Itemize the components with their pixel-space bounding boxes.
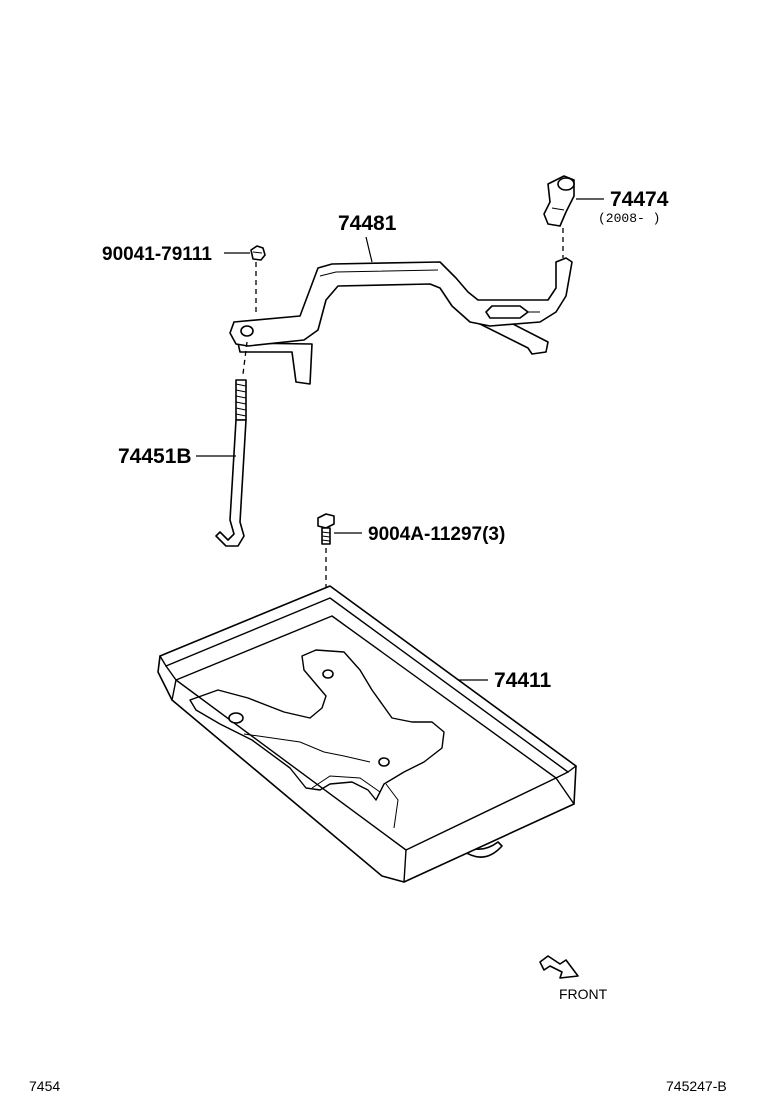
battery-tray-74411 <box>157 585 577 883</box>
label-tray: 74411 <box>494 669 552 692</box>
label-cover: 74474 <box>610 188 669 211</box>
label-cover-note: (2008- ) <box>598 211 660 226</box>
label-clamp: 74481 <box>338 212 397 235</box>
label-bolt: 9004A-11297(3) <box>368 524 505 545</box>
bolt-9004A-11297 <box>317 513 335 545</box>
nut-90041-79111 <box>250 245 266 261</box>
tray-hole-left <box>228 712 244 724</box>
hold-down-rod-74451B <box>215 379 247 547</box>
label-rod: 74451B <box>118 445 192 468</box>
clamp-bolt-hole <box>240 325 254 337</box>
tray-hole-top <box>322 669 334 679</box>
label-nut: 90041-79111 <box>102 244 212 265</box>
front-arrow-icon <box>539 955 579 979</box>
footer-right-code: 745247-B <box>666 1078 727 1094</box>
front-label: FRONT <box>559 986 608 1002</box>
tray-hole-center <box>378 757 390 767</box>
footer-left-code: 7454 <box>29 1078 60 1094</box>
leader-clamp <box>365 236 373 263</box>
battery-clamp-74481 <box>229 257 573 385</box>
clamp-cover-74474 <box>543 175 575 227</box>
